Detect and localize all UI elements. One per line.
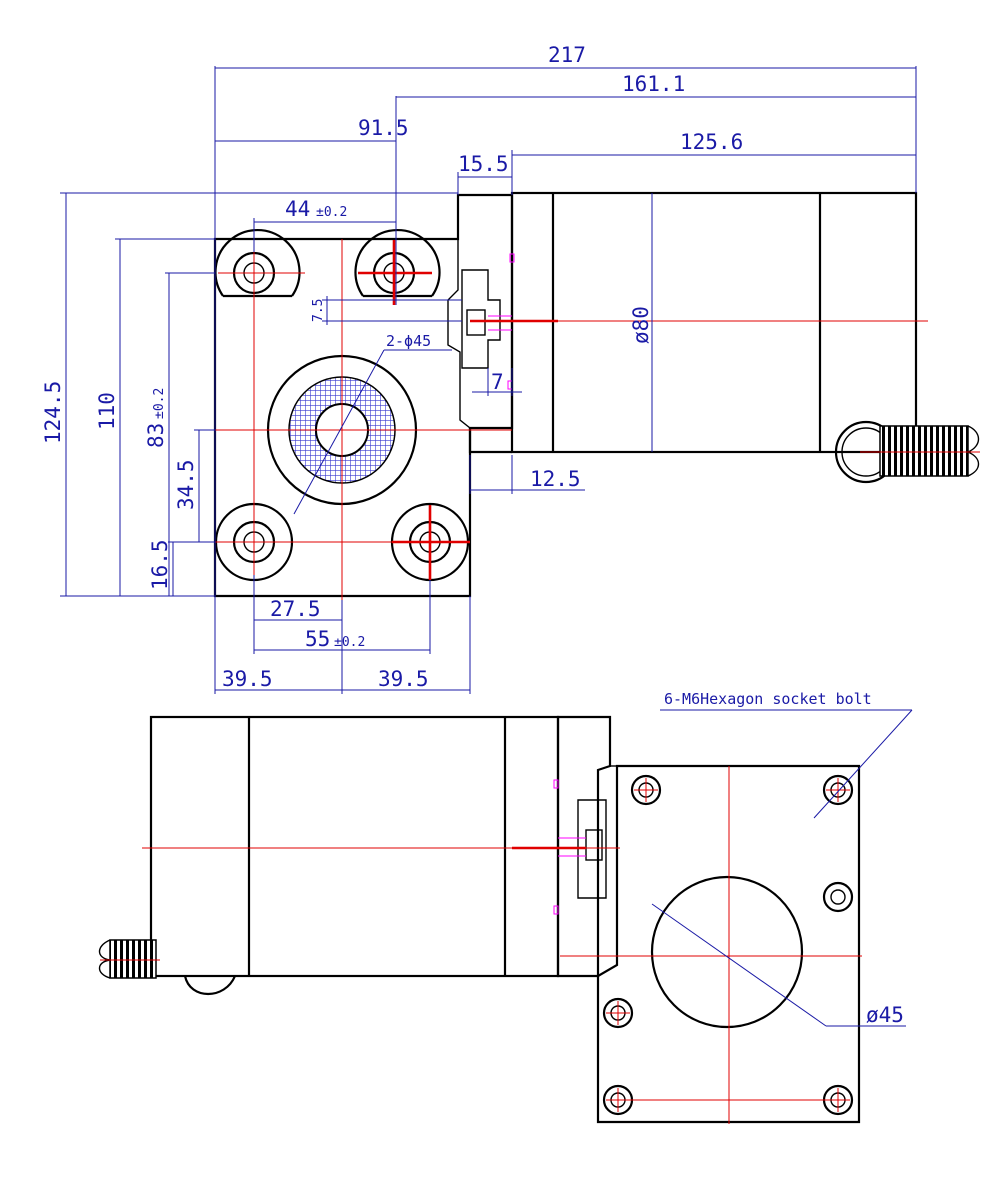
small-bolts bbox=[602, 774, 854, 1116]
dim-7: 7 bbox=[491, 370, 504, 394]
cable-gland-side bbox=[98, 939, 237, 996]
bolt-callout: 6-M6Hexagon socket bolt bbox=[664, 690, 872, 708]
top-view: 217 161.1 91.5 125.6 15.5 44 ±0.2 124.5 … bbox=[41, 43, 980, 694]
dim-83: 83 bbox=[144, 423, 168, 448]
dim-34-5: 34.5 bbox=[174, 459, 198, 510]
dim-125-6: 125.6 bbox=[680, 130, 743, 154]
dim-7-5: 7.5 bbox=[311, 299, 326, 322]
dim-83-tolerance: ±0.2 bbox=[152, 388, 167, 419]
dim-44-tolerance: ±0.2 bbox=[316, 205, 347, 220]
cable-gland bbox=[834, 420, 980, 484]
dim-39-5-left: 39.5 bbox=[222, 667, 273, 691]
dim-124-5: 124.5 bbox=[41, 381, 65, 444]
bolt-centerlines bbox=[606, 778, 850, 1112]
dim-91-5: 91.5 bbox=[358, 116, 409, 140]
dim-27-5: 27.5 bbox=[270, 597, 321, 621]
gearbox-face bbox=[596, 764, 861, 1124]
dim-161-1: 161.1 bbox=[622, 72, 685, 96]
dim-217: 217 bbox=[548, 43, 586, 67]
dim-16-5: 16.5 bbox=[148, 539, 172, 590]
dim-44: 44 bbox=[285, 197, 310, 221]
dim-12-5: 12.5 bbox=[530, 467, 581, 491]
dim-110: 110 bbox=[95, 392, 119, 430]
dim-phi45: ø45 bbox=[866, 1003, 904, 1027]
output-flange-circle bbox=[650, 875, 804, 1029]
dim-phi80: ø80 bbox=[629, 306, 653, 344]
dim-39-5-right: 39.5 bbox=[378, 667, 429, 691]
dim-2-phi45: 2-ϕ45 bbox=[386, 332, 431, 350]
bottom-view: 6-M6Hexagon socket bolt ø45 bbox=[98, 690, 913, 1124]
adaptor-flange bbox=[556, 715, 612, 978]
motor-body bbox=[510, 191, 918, 454]
dim-55-tolerance: ±0.2 bbox=[334, 635, 365, 650]
dimension-lines-top bbox=[60, 66, 917, 694]
motor-body-side bbox=[149, 715, 560, 978]
dim-55: 55 bbox=[305, 627, 330, 651]
dim-15-5: 15.5 bbox=[458, 152, 509, 176]
shaft-key bbox=[461, 269, 501, 369]
